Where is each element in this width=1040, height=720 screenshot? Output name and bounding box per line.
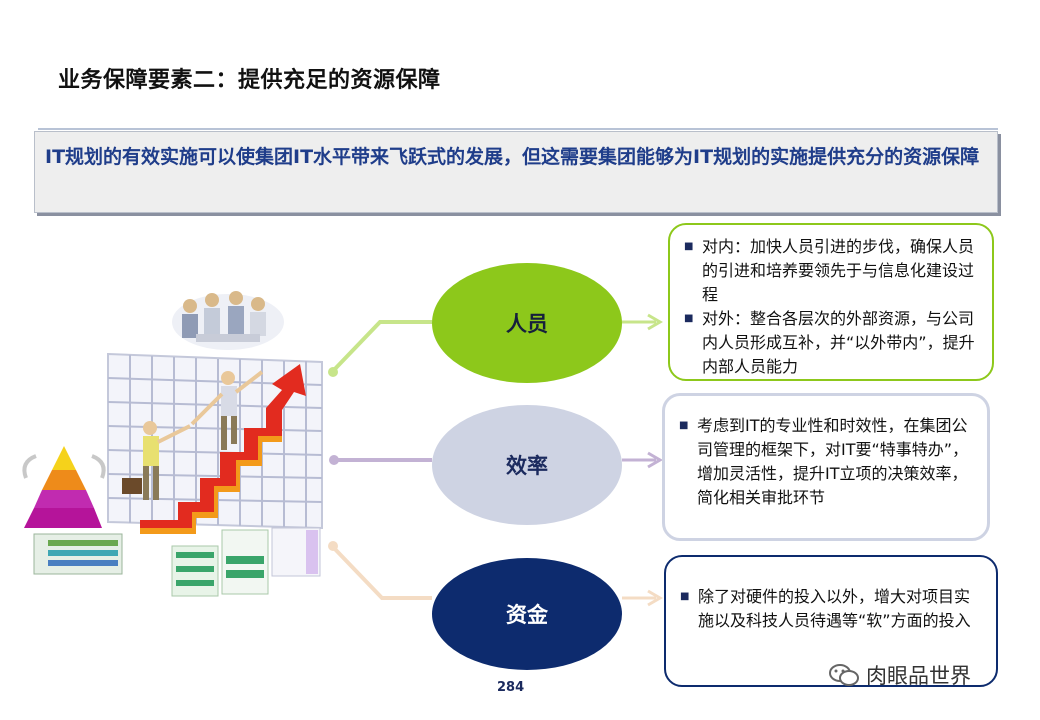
bullet-text: 考虑到IT的专业性和时效性，在集团公司管理的框架下，对IT要“特事特办”，增加灵…: [697, 416, 969, 507]
team-illustration: [172, 291, 284, 350]
watermark-text: 肉眼品世界: [866, 664, 971, 688]
ellipse-efficiency: 效率: [432, 405, 622, 525]
bullet-icon: ■: [684, 313, 694, 324]
bullet-item: ■ 对外：整合各层次的外部资源，与公司内人员形成互补，并“以外带内”，提升内部人…: [684, 307, 978, 379]
people-details-box: ■ 对内：加快人员引进的步伐，确保人员的引进和培养要领先于与信息化建设过程 ■ …: [668, 223, 994, 381]
growth-chart-art: [107, 352, 323, 534]
bullet-item: ■ 除了对硬件的投入以外，增大对项目实施以及科技人员待遇等“软”方面的投入: [680, 585, 982, 633]
pyramid-diagram: [22, 446, 123, 575]
banner-text: IT规划的有效实施可以使集团IT水平带来飞跃式的发展，但这需要集团能够为IT规划…: [45, 146, 980, 168]
ellipse-people: 人员: [432, 263, 622, 383]
page-number: 284: [497, 680, 525, 695]
page-title: 业务保障要素二：提供充足的资源保障: [58, 68, 441, 93]
ellipse-funds: 资金: [432, 558, 622, 670]
bullet-icon: ■: [679, 420, 689, 431]
report-thumbnails: [171, 527, 321, 597]
bullet-icon: ■: [680, 591, 690, 602]
bullet-icon: ■: [684, 241, 694, 252]
connector-efficiency: [329, 451, 663, 469]
bullet-text: 对内：加快人员引进的步伐，确保人员的引进和培养要领先于与信息化建设过程: [702, 237, 975, 304]
connector-funds: [328, 541, 663, 607]
watermark: 肉眼品世界: [828, 660, 971, 690]
efficiency-details-box: ■ 考虑到IT的专业性和时效性，在集团公司管理的框架下，对IT要“特事特办”，增…: [662, 393, 990, 541]
bullet-text: 除了对硬件的投入以外，增大对项目实施以及科技人员待遇等“软”方面的投入: [698, 587, 971, 630]
bullet-text: 对外：整合各层次的外部资源，与公司内人员形成互补，并“以外带内”，提升内部人员能…: [702, 309, 975, 376]
connector-people: [328, 313, 663, 377]
wechat-icon: [829, 664, 859, 686]
bullet-item: ■ 考虑到IT的专业性和时效性，在集团公司管理的框架下，对IT要“特事特办”，增…: [679, 414, 973, 510]
divider-line: [38, 128, 998, 130]
funds-details-box: ■ 除了对硬件的投入以外，增大对项目实施以及科技人员待遇等“软”方面的投入: [664, 555, 998, 687]
summary-banner: IT规划的有效实施可以使集团IT水平带来飞跃式的发展，但这需要集团能够为IT规划…: [34, 131, 998, 213]
bullet-item: ■ 对内：加快人员引进的步伐，确保人员的引进和培养要领先于与信息化建设过程: [684, 235, 978, 307]
